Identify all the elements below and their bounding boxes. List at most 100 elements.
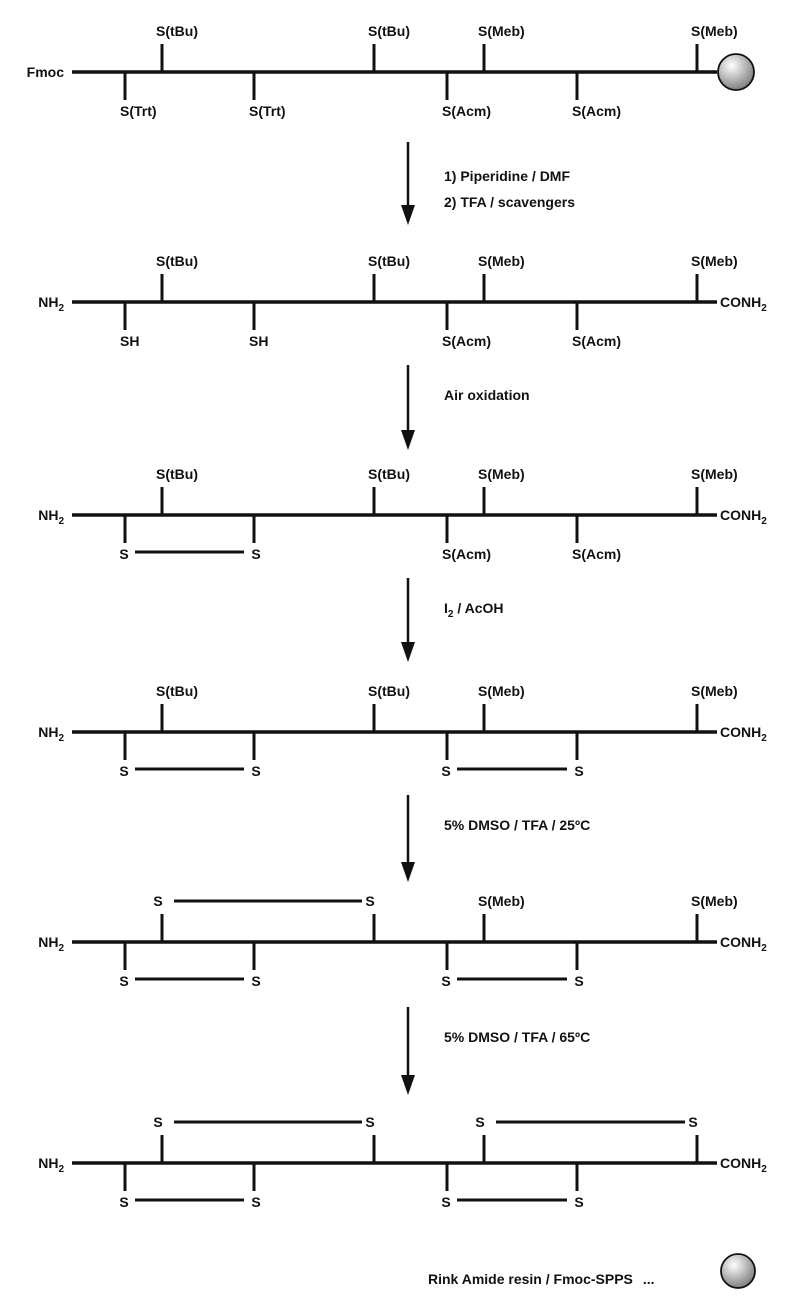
- chain-start-label-text: NH: [38, 1155, 58, 1171]
- protecting-group-up: S: [365, 1114, 374, 1130]
- protecting-group-down: S(Acm): [442, 546, 491, 562]
- chain-start-label-subscript: 2: [58, 1164, 64, 1175]
- chain-start-label-subscript: 2: [58, 303, 64, 314]
- protecting-group-down: S: [441, 1194, 450, 1210]
- chain-end-label: CONH2: [720, 294, 767, 314]
- reagent-subscript: 2: [448, 609, 454, 620]
- protecting-group-down-text: S(Acm): [442, 546, 491, 562]
- protecting-group-up: S: [153, 893, 162, 909]
- protecting-group-up-text: S(tBu): [368, 253, 410, 269]
- protecting-group-down: SH: [120, 333, 139, 349]
- reaction-step-3: I2 / AcOH: [401, 578, 504, 662]
- protecting-group-up: S(Meb): [691, 253, 738, 269]
- reagent-text: I: [444, 600, 448, 616]
- protecting-group-up-text: S: [365, 893, 374, 909]
- chain-end-label: CONH2: [720, 1155, 767, 1175]
- legend: Rink Amide resin / Fmoc-SPPS...: [428, 1253, 756, 1289]
- chain-start-label: NH2: [38, 507, 64, 527]
- reagent-text: Air oxidation: [444, 387, 530, 403]
- protecting-group-up-text: S: [153, 893, 162, 909]
- reaction-steps-layer: 1) Piperidine / DMF 2) TFA / scavengersAi…: [401, 142, 590, 1095]
- protecting-group-down-text: S: [574, 763, 583, 779]
- chain-end-label-subscript: 2: [761, 733, 767, 744]
- reaction-step-1: 1) Piperidine / DMF 2) TFA / scavengers: [401, 142, 575, 225]
- chain-start-label-subscript: 2: [58, 516, 64, 527]
- protecting-group-up-text: S(tBu): [368, 23, 410, 39]
- protecting-group-up: S(tBu): [156, 253, 198, 269]
- chain-end-label-subscript: 2: [761, 516, 767, 527]
- chain-start-label: NH2: [38, 1155, 64, 1175]
- protecting-group-down-text: S(Acm): [572, 103, 621, 119]
- reagent-label: 5% DMSO / TFA / 65ºC: [444, 1029, 590, 1045]
- protecting-group-up-text: S(Meb): [478, 23, 525, 39]
- protecting-group-up-text: S(Meb): [691, 893, 738, 909]
- protecting-group-down: S: [119, 1194, 128, 1210]
- protecting-group-up-text: S(Meb): [691, 23, 738, 39]
- arrow-head-icon: [401, 642, 415, 662]
- reagent-text-tail: / AcOH: [453, 600, 503, 616]
- reagent-text: 5% DMSO / TFA / 25ºC: [444, 817, 590, 833]
- chain-end-label-text: CONH: [720, 934, 761, 950]
- protecting-group-down: S: [574, 763, 583, 779]
- protecting-group-up: S(Meb): [691, 683, 738, 699]
- chain-start-label: NH2: [38, 934, 64, 954]
- protecting-group-down-text: S: [119, 763, 128, 779]
- peptide-stage-1: FmocS(tBu)S(tBu)S(Meb)S(Meb)S(Trt)S(Trt)…: [27, 23, 755, 119]
- protecting-group-down: S: [441, 973, 450, 989]
- protecting-group-up: S(tBu): [156, 683, 198, 699]
- chain-start-label-subscript: 2: [58, 733, 64, 744]
- protecting-group-up-text: S(tBu): [368, 466, 410, 482]
- protecting-group-up: S(Meb): [478, 466, 525, 482]
- protecting-group-down-text: S: [251, 546, 260, 562]
- protecting-group-down-text: S: [251, 1194, 260, 1210]
- protecting-group-down-text: S: [119, 1194, 128, 1210]
- legend-text: Rink Amide resin / Fmoc-SPPS: [428, 1271, 633, 1287]
- chain-end-label-subscript: 2: [761, 943, 767, 954]
- protecting-group-down: S: [251, 763, 260, 779]
- protecting-group-down: S(Acm): [442, 333, 491, 349]
- protecting-group-down: S: [251, 546, 260, 562]
- chain-start-label-text: NH: [38, 507, 58, 523]
- protecting-group-up: S: [688, 1114, 697, 1130]
- protecting-group-up: S(tBu): [368, 23, 410, 39]
- protecting-group-up: S: [365, 893, 374, 909]
- reagent-text: 1) Piperidine / DMF: [444, 168, 570, 184]
- protecting-group-up-text: S: [475, 1114, 484, 1130]
- protecting-group-up: S(Meb): [691, 893, 738, 909]
- chain-start-label-text: NH: [38, 724, 58, 740]
- chain-end-label-text: CONH: [720, 1155, 761, 1171]
- chain-end-label-subscript: 2: [761, 1164, 767, 1175]
- protecting-group-down: S: [574, 1194, 583, 1210]
- protecting-group-down-text: S(Acm): [572, 333, 621, 349]
- protecting-group-up: S(Meb): [478, 23, 525, 39]
- legend-ellipsis: ...: [643, 1271, 655, 1287]
- protecting-group-up-text: S(Meb): [478, 466, 525, 482]
- arrow-head-icon: [401, 862, 415, 882]
- protecting-group-down: SH: [249, 333, 268, 349]
- reagent-label: Air oxidation: [444, 387, 530, 403]
- protecting-group-down-text: S: [251, 763, 260, 779]
- protecting-group-down-text: S: [441, 973, 450, 989]
- chain-end-label-text: CONH: [720, 724, 761, 740]
- arrow-head-icon: [401, 1075, 415, 1095]
- reagent-text: 2) TFA / scavengers: [444, 194, 575, 210]
- chain-start-label: NH2: [38, 294, 64, 314]
- chain-start-label: NH2: [38, 724, 64, 744]
- protecting-group-up-text: S(tBu): [156, 683, 198, 699]
- protecting-group-down-text: SH: [249, 333, 268, 349]
- protecting-group-up-text: S(Meb): [691, 683, 738, 699]
- protecting-group-down: S: [574, 973, 583, 989]
- protecting-group-down-text: S: [119, 546, 128, 562]
- protecting-group-down-text: S: [574, 973, 583, 989]
- chain-start-label-text: Fmoc: [27, 64, 65, 80]
- reagent-label: I2 / AcOH: [444, 600, 504, 620]
- protecting-group-up: S: [475, 1114, 484, 1130]
- protecting-group-up-text: S(Meb): [478, 683, 525, 699]
- chain-end-label: CONH2: [720, 934, 767, 954]
- protecting-group-up: S(Meb): [478, 893, 525, 909]
- protecting-group-down-text: S(Acm): [442, 103, 491, 119]
- resin-bead-icon: [720, 1253, 756, 1289]
